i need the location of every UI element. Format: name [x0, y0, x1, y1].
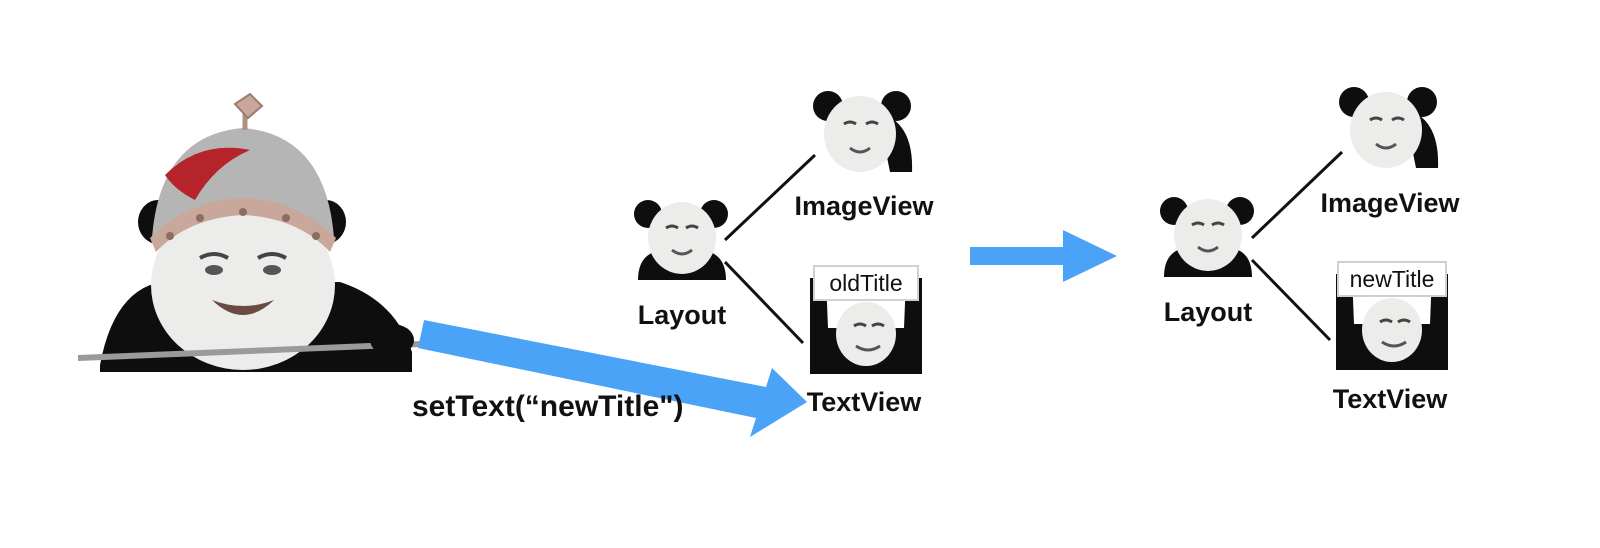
- before-edge-text: [723, 260, 805, 345]
- panda-head-icon: [1160, 197, 1254, 277]
- settext-call-arrow: [418, 320, 807, 437]
- after-edge-image: [1250, 150, 1344, 240]
- before-layout-label: Layout: [638, 300, 727, 330]
- panda-head-icon: [634, 200, 728, 280]
- helmeted-panda-soldier-icon: [77, 92, 421, 372]
- before-textview-label: TextView: [807, 387, 923, 417]
- after-layout-label: Layout: [1164, 297, 1253, 327]
- before-sign-text: oldTitle: [829, 270, 902, 296]
- after-textview-label: TextView: [1333, 384, 1449, 414]
- before-edge-image: [723, 153, 817, 242]
- after-edge-text: [1250, 258, 1332, 342]
- panda-holding-sign-icon: newTitle: [1336, 261, 1448, 370]
- after-sign-text: newTitle: [1350, 266, 1435, 292]
- panda-head-icon: [1339, 87, 1439, 168]
- transition-arrow: [970, 230, 1117, 282]
- after-tree: Layout ImageView newTitle TextView: [1160, 87, 1461, 414]
- before-tree: Layout ImageView oldTitle TextView: [634, 91, 935, 417]
- before-imageview-label: ImageView: [794, 191, 934, 221]
- panda-head-icon: [813, 91, 913, 172]
- before-sign-board: [813, 265, 919, 301]
- after-imageview-label: ImageView: [1320, 188, 1460, 218]
- settext-call-label: setText(“newTitle"): [412, 390, 684, 423]
- after-sign-board: [1337, 261, 1447, 297]
- panda-holding-sign-icon: oldTitle: [810, 265, 922, 374]
